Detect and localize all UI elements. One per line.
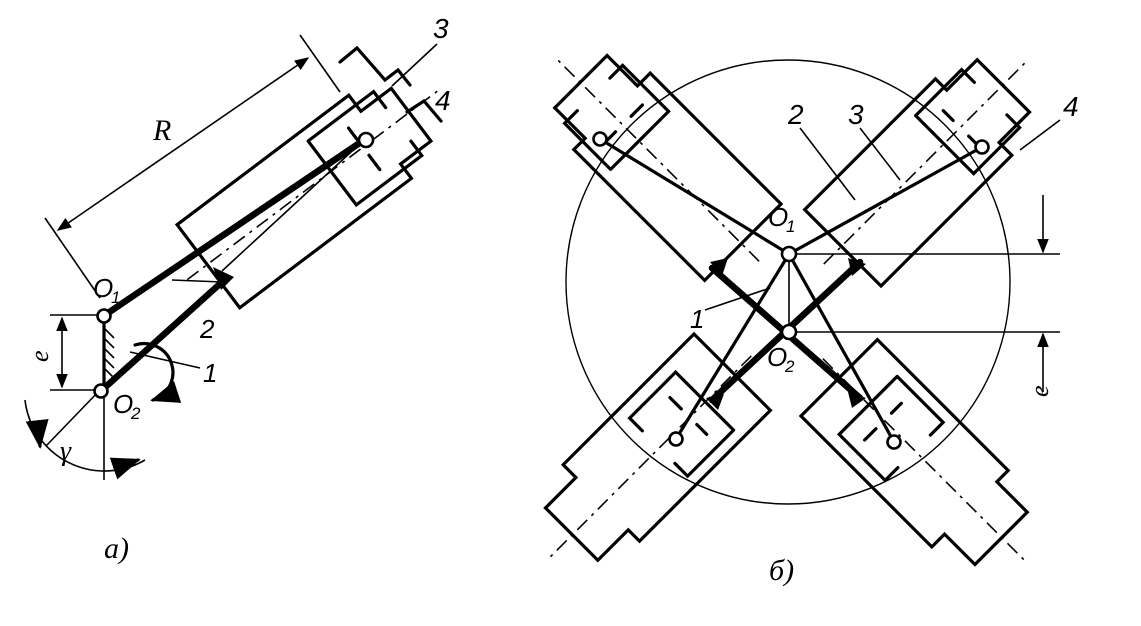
cylinder-a-outer-flange xyxy=(338,45,412,87)
dimension-r-a xyxy=(56,57,310,231)
cylinder-b-bottom-left xyxy=(543,331,773,563)
leader-2-a xyxy=(171,279,223,283)
leader-4-b xyxy=(1019,119,1061,151)
leader-2-b xyxy=(799,127,856,201)
label-1-a: 1 xyxy=(203,358,217,388)
connecting-rod-a xyxy=(101,136,368,319)
joint-mark-b-4 xyxy=(848,392,866,408)
cylinder-a xyxy=(174,86,440,310)
caption-a: а) xyxy=(104,532,129,565)
label-o1-a: O xyxy=(93,273,113,303)
cylinder-b-bottom-right xyxy=(798,337,1030,567)
label-4-b: 4 xyxy=(1063,91,1079,122)
rod-b-bottom-right xyxy=(787,252,896,444)
label-2-a: 2 xyxy=(199,314,215,344)
label-2-b: 2 xyxy=(787,99,804,130)
pin-o2-a xyxy=(93,383,109,399)
piston-pin-b-bottom-right xyxy=(886,434,902,450)
crank-circle-b xyxy=(565,59,1011,505)
piston-pin-b-top-left xyxy=(592,131,608,147)
piston-pin-a xyxy=(357,131,375,149)
joint-mark-b-2 xyxy=(848,258,866,276)
leader-1-b xyxy=(704,287,771,311)
label-4-a: 4 xyxy=(435,85,451,116)
joint-mark-b-3 xyxy=(706,394,724,410)
cylinder-b-top-right xyxy=(802,57,1032,289)
label-1-b: 1 xyxy=(690,304,704,334)
label-o1-b-sub: 1 xyxy=(786,217,795,236)
connecting-rod-a-thin xyxy=(221,139,365,272)
label-gamma: γ xyxy=(60,436,72,467)
leader-3-b xyxy=(859,127,901,181)
pin-o1-a xyxy=(96,308,112,324)
label-o2-b-sub: 2 xyxy=(784,357,795,376)
cylinder-b-top-left xyxy=(552,53,784,283)
label-e-b: e xyxy=(1025,385,1054,397)
pin-o1-b xyxy=(780,245,798,263)
caption-b: б) xyxy=(769,554,794,587)
hatching-a xyxy=(103,327,115,379)
cylinder-a-outer-flange-2 xyxy=(405,98,443,123)
leader-1-a xyxy=(129,351,201,369)
label-3-b: 3 xyxy=(848,99,864,130)
label-o2-a: O xyxy=(113,389,133,419)
figure-b: O 1 O 2 1 2 3 4 e б) xyxy=(543,53,1079,587)
gamma-arrow-right xyxy=(109,457,141,480)
pin-o2-b xyxy=(780,323,798,341)
gamma-arrow-left xyxy=(25,418,49,449)
extension-line-r-a xyxy=(44,217,101,299)
label-r: R xyxy=(152,114,171,147)
piston-pin-b-top-right xyxy=(974,139,990,155)
label-o2-a-sub: 2 xyxy=(130,404,141,423)
piston-pin-b-bottom-left xyxy=(668,431,684,447)
label-o1-a-sub: 1 xyxy=(111,288,120,307)
label-o2-b: O xyxy=(767,342,787,372)
label-o1-b: O xyxy=(768,202,788,232)
joint-mark-b-1 xyxy=(710,258,728,276)
rod-b-bottom-left xyxy=(674,252,791,441)
label-e-a: e xyxy=(25,350,54,362)
angle-ref-line-a xyxy=(45,389,101,447)
figure-a: R e γ O 1 O 2 1 2 3 4 а) xyxy=(24,13,451,565)
rod-b-top-right xyxy=(787,145,984,256)
label-3-a: 3 xyxy=(433,13,449,44)
joint-mark-a xyxy=(213,267,234,290)
rotation-arrow-a xyxy=(133,341,182,403)
crank-arm-a xyxy=(97,278,226,395)
rod-b-top-left xyxy=(598,137,791,256)
